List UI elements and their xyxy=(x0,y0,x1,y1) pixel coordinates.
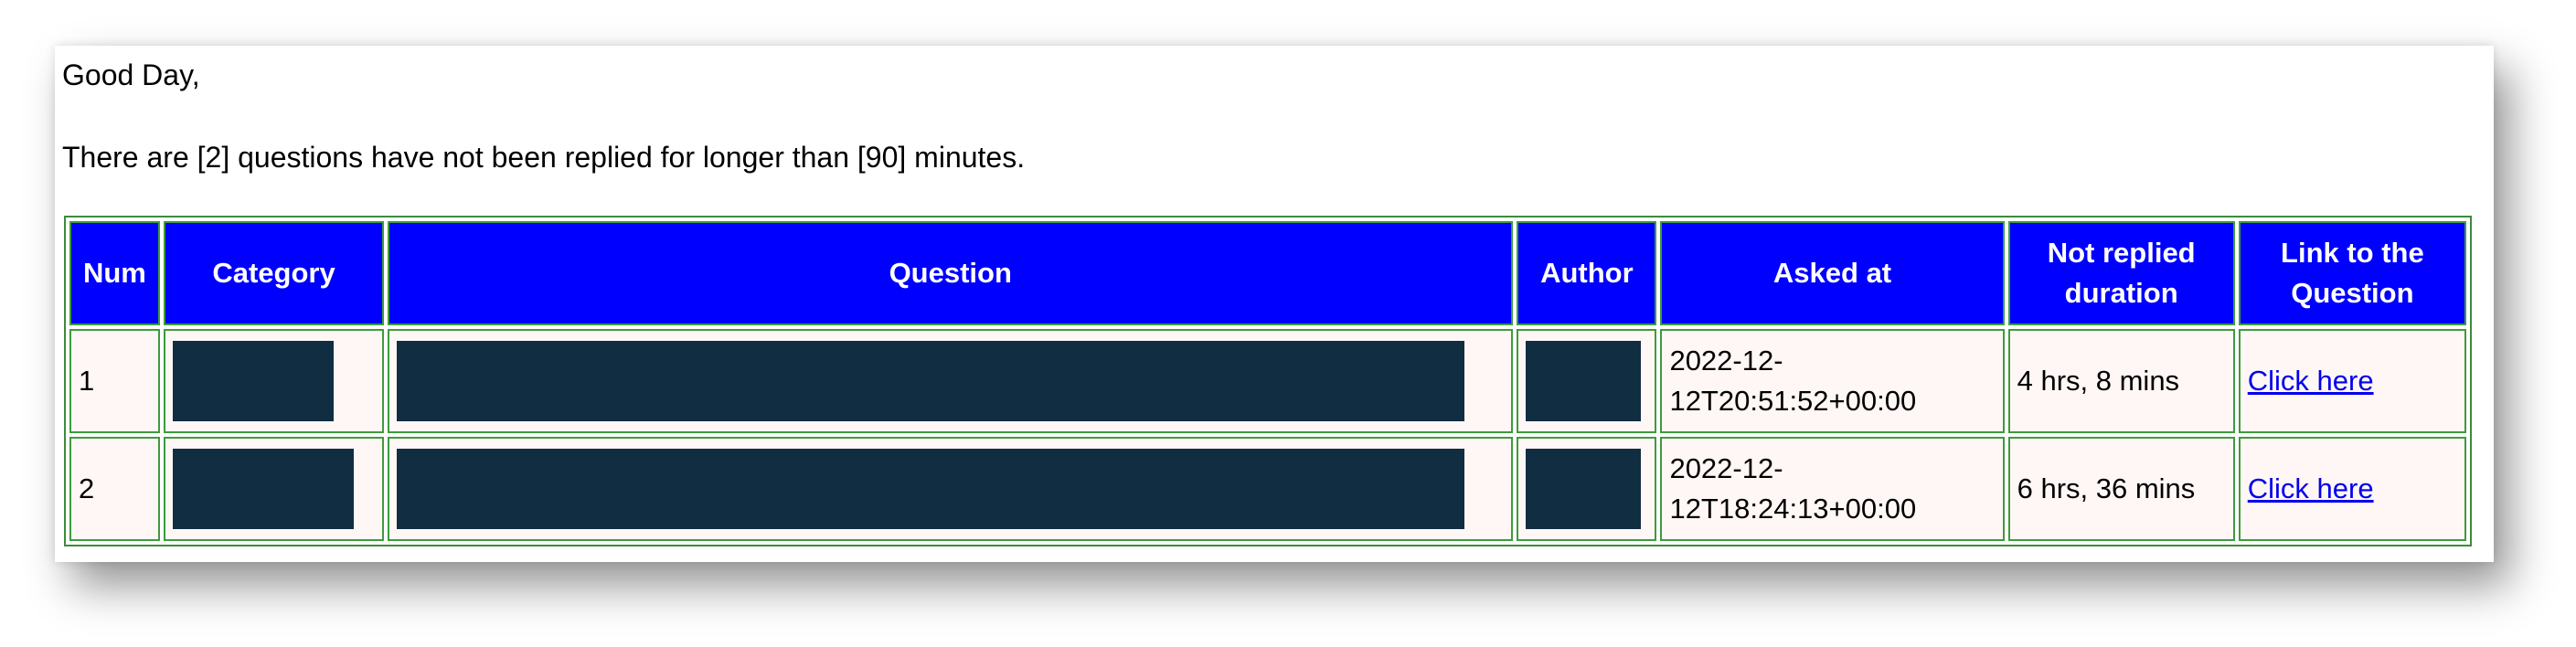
cell-duration: 4 hrs, 8 mins xyxy=(2007,329,2235,433)
question-link[interactable]: Click here xyxy=(2247,365,2374,397)
redaction-block xyxy=(1526,449,1642,529)
asked-at-line1: 2022-12- xyxy=(1669,345,1783,377)
cell-num: 1 xyxy=(69,329,160,433)
header-not-replied-line1: Not replied xyxy=(2047,237,2196,269)
header-num: Num xyxy=(69,221,160,325)
asked-at-line2: 12T18:24:13+00:00 xyxy=(1669,493,1917,525)
header-not-replied-duration: Not replied duration xyxy=(2007,221,2235,325)
question-link[interactable]: Click here xyxy=(2247,472,2374,504)
greeting-text: Good Day, xyxy=(62,58,200,91)
table-row: 2 2022-12- 12T18:24:13+00:00 6 hrs, 36 m… xyxy=(69,437,2466,541)
cell-question xyxy=(388,437,1514,541)
header-author: Author xyxy=(1517,221,1657,325)
header-link-line1: Link to the xyxy=(2281,237,2424,269)
cell-question xyxy=(388,329,1514,433)
cell-asked-at: 2022-12- 12T20:51:52+00:00 xyxy=(1660,329,2005,433)
redaction-block xyxy=(397,449,1465,529)
cell-num: 2 xyxy=(69,437,160,541)
cell-link: Click here xyxy=(2238,437,2466,541)
asked-at-line2: 12T20:51:52+00:00 xyxy=(1669,385,1917,417)
email-body: Good Day, There are [2] questions have n… xyxy=(55,46,2494,562)
cell-author xyxy=(1517,329,1657,433)
header-link-to-question: Link to the Question xyxy=(2238,221,2466,325)
table-row: 1 2022-12- 12T20:51:52+00:00 4 hrs, 8 mi… xyxy=(69,329,2466,433)
header-asked-at: Asked at xyxy=(1660,221,2005,325)
redaction-block xyxy=(1526,341,1642,421)
cell-category xyxy=(163,437,385,541)
cell-category xyxy=(163,329,385,433)
header-category: Category xyxy=(163,221,385,325)
redaction-block xyxy=(172,449,354,529)
table-header-row: Num Category Question Author Asked at No… xyxy=(69,221,2466,325)
header-not-replied-line2: duration xyxy=(2064,277,2178,309)
redaction-block xyxy=(397,341,1465,421)
cell-duration: 6 hrs, 36 mins xyxy=(2007,437,2235,541)
redaction-block xyxy=(172,341,334,421)
intro-text: There are [2] questions have not been re… xyxy=(62,141,1026,174)
cell-asked-at: 2022-12- 12T18:24:13+00:00 xyxy=(1660,437,2005,541)
cell-link: Click here xyxy=(2238,329,2466,433)
unreplied-questions-table: Num Category Question Author Asked at No… xyxy=(64,216,2472,546)
cell-author xyxy=(1517,437,1657,541)
asked-at-line1: 2022-12- xyxy=(1669,452,1783,484)
header-question: Question xyxy=(388,221,1514,325)
header-link-line2: Question xyxy=(2291,277,2414,309)
